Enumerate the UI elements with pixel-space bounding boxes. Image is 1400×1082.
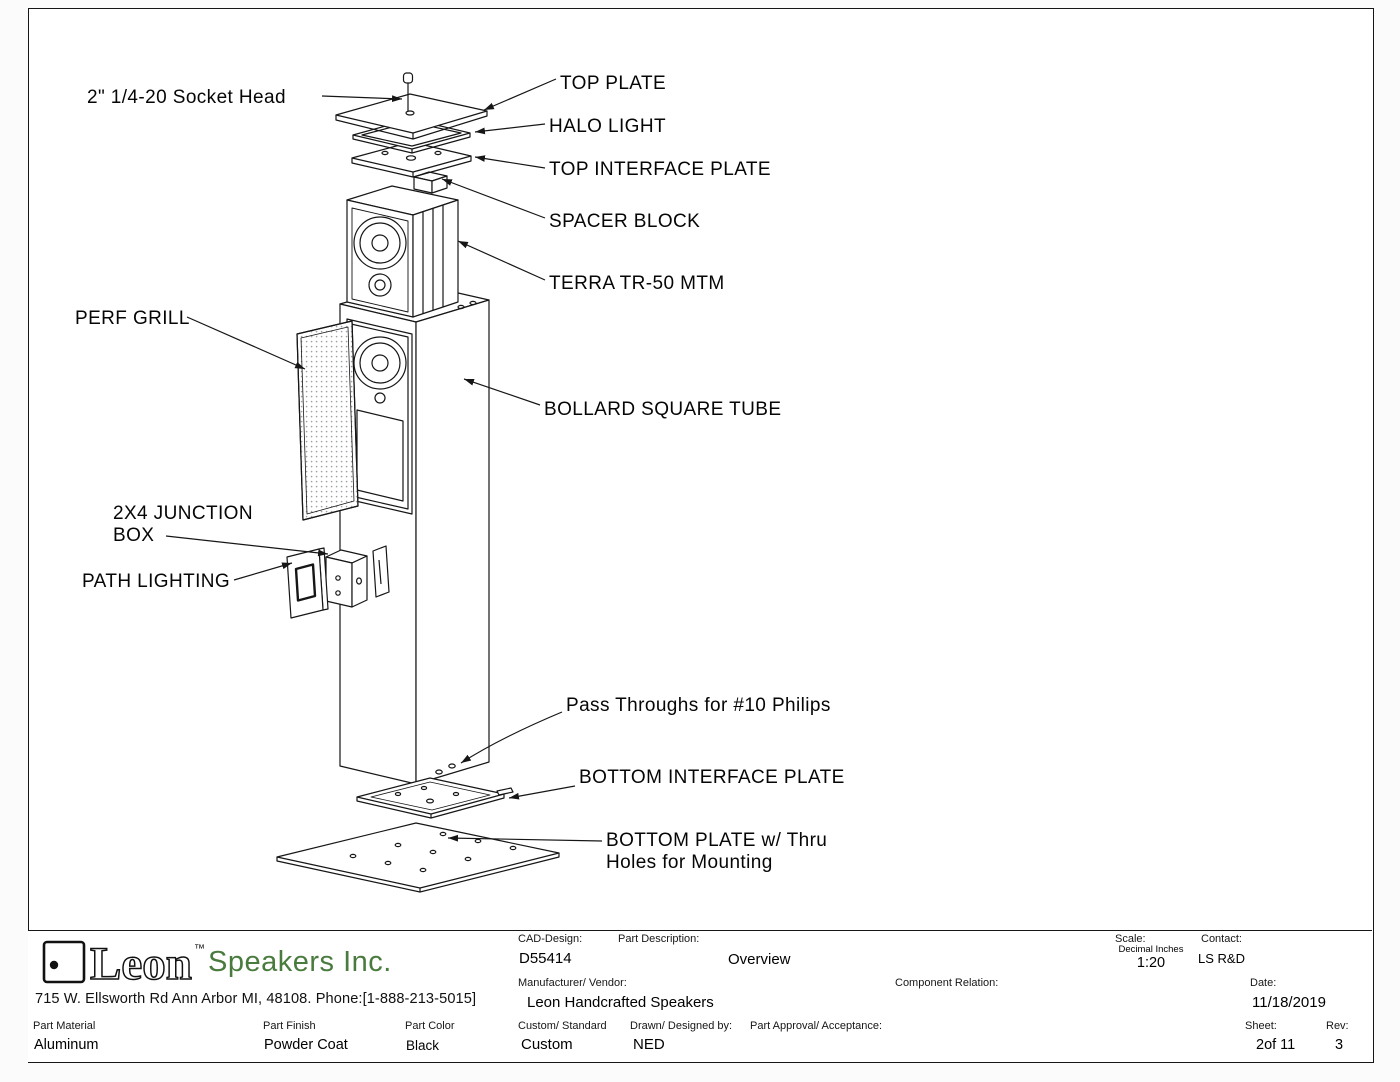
approval-cell: Part Approval/ Acceptance: [745,1018,1241,1062]
part-description-label: Part Description: [618,933,700,945]
custom-standard-label: Custom/ Standard [518,1020,607,1032]
bollard-tube-label: BOLLARD SQUARE TUBE [544,399,781,420]
bottom-interface-plate-part [356,777,514,819]
part-finish-cell: Part Finish Powder Coat [258,1018,401,1062]
path-lighting-label: PATH LIGHTING [82,571,230,592]
callout-pass-throughs: Pass Throughs for #10 Philips [460,695,831,764]
callout-bottom-plate: BOTTOM PLATE w/ Thru Holes for Mounting [447,830,827,873]
part-color-label: Part Color [405,1020,455,1032]
rev-label: Rev: [1326,1020,1349,1032]
callout-socket-head: 2" 1/4-20 Socket Head [87,87,403,108]
bollard-square-tube-part [339,282,490,785]
drawn-by-cell: Drawn/ Designed by: NED [625,1018,746,1062]
sheet-cell: Sheet: 2of 11 [1240,1018,1322,1062]
contact-cell: Contact: LS R&D [1192,931,1372,976]
socket-head-screw-part [402,72,414,111]
manufacturer-value: Leon Handcrafted Speakers [527,994,714,1011]
date-cell: Date: 11/18/2019 [1245,975,1372,1019]
junction-box-part [325,549,368,608]
leon-logo-dot-icon [49,960,59,970]
part-material-cell: Part Material Aluminum [28,1018,259,1062]
callout-bottom-interface-plate: BOTTOM INTERFACE PLATE [508,767,845,800]
cad-design-cell: CAD-Design: D55414 [513,931,614,976]
callout-perf-grill: PERF GRILL [75,308,306,370]
rev-value: 3 [1335,1037,1344,1053]
scale-cell: Scale: Decimal Inches 1:20 [1110,931,1193,976]
company-block: Leon ™ Speakers Inc. 715 W. Ellsworth Rd… [28,931,514,1019]
title-block: Leon ™ Speakers Inc. 715 W. Ellsworth Rd… [28,930,1372,1062]
leon-logo-mark-icon [42,940,86,984]
path-light-part [286,547,329,619]
part-color-cell: Part Color Black [400,1018,514,1062]
drawn-by-label: Drawn/ Designed by: [630,1020,733,1032]
sheet-label: Sheet: [1245,1020,1277,1032]
terra-label: TERRA TR-50 MTM [549,273,725,294]
pass-through-hole [448,763,456,769]
top-plate-part [335,93,488,140]
bottom-interface-plate-label: BOTTOM INTERFACE PLATE [579,767,845,788]
approval-label: Part Approval/ Acceptance: [750,1020,883,1032]
company-address: 715 W. Ellsworth Rd Ann Arbor MI, 48108.… [35,991,477,1007]
manufacturer-cell: Manufacturer/ Vendor: Leon Handcrafted S… [513,975,891,1019]
junction-box-label-line2: BOX [113,525,154,546]
custom-standard-value: Custom [521,1036,573,1053]
callout-terra: TERRA TR-50 MTM [457,240,725,294]
company-name: Speakers Inc. [208,946,392,978]
sheet-border [28,8,1374,1063]
leon-logo-text: Leon [90,938,192,988]
socket-head-label: 2" 1/4-20 Socket Head [87,87,286,108]
part-finish-value: Powder Coat [264,1037,348,1053]
callout-bollard-tube: BOLLARD SQUARE TUBE [463,378,781,420]
part-material-label: Part Material [33,1020,96,1032]
perf-grill-label: PERF GRILL [75,308,190,329]
callout-path-lighting: PATH LIGHTING [82,562,293,592]
component-relation-cell: Component Relation: [890,975,1246,1019]
component-relation-label: Component Relation: [895,977,999,989]
bottom-plate-label-line2: Holes for Mounting [606,852,773,873]
part-material-value: Aluminum [34,1037,99,1053]
top-plate-label: TOP PLATE [560,73,666,94]
top-interface-plate-part [351,141,472,178]
top-interface-plate-label: TOP INTERFACE PLATE [549,159,771,180]
manufacturer-label: Manufacturer/ Vendor: [518,977,627,989]
callout-halo-light: HALO LIGHT [474,116,666,137]
halo-light-label: HALO LIGHT [549,116,666,137]
callout-junction-box: 2X4 JUNCTION BOX [113,503,329,557]
leon-logo: Leon ™ [42,937,205,988]
perf-grill-part [296,320,359,521]
part-description-value: Overview [728,951,791,968]
leon-logo-tm: ™ [194,943,205,955]
scale-label: Scale: [1115,933,1146,945]
callout-top-plate: TOP PLATE [483,73,666,111]
exploded-assembly [276,72,560,893]
contact-label: Contact: [1201,933,1242,945]
cad-design-value: D55414 [519,950,572,967]
terra-tr50-speaker-part [346,185,459,318]
spacer-block-label: SPACER BLOCK [549,211,700,232]
date-label: Date: [1250,977,1277,989]
callout-top-interface-plate: TOP INTERFACE PLATE [474,155,771,180]
contact-value: LS R&D [1198,951,1245,966]
custom-standard-cell: Custom/ Standard Custom [513,1018,626,1062]
sheet-value: 2of 11 [1256,1037,1296,1053]
date-value: 11/18/2019 [1252,994,1326,1011]
callouts: 2" 1/4-20 Socket Head TOP PLATE HALO LIG… [75,73,845,873]
cad-design-label: CAD-Design: [518,933,583,945]
bottom-plate-part [276,822,560,893]
rev-cell: Rev: 3 [1321,1018,1372,1062]
scale-value: 1:20 [1136,955,1166,971]
drawn-by-value: NED [633,1036,665,1053]
pass-throughs-label: Pass Throughs for #10 Philips [566,695,831,716]
part-color-value: Black [406,1038,440,1053]
bottom-plate-label-line1: BOTTOM PLATE w/ Thru [606,830,827,851]
junction-box-label-line1: 2X4 JUNCTION [113,503,253,524]
scale-units: Decimal Inches [1118,944,1184,955]
pass-through-hole [435,769,443,775]
part-description-cell: Part Description: Overview [613,931,1111,976]
callout-spacer-block: SPACER BLOCK [441,178,700,232]
part-finish-label: Part Finish [263,1020,316,1032]
junction-box-bracket-part [372,545,390,598]
